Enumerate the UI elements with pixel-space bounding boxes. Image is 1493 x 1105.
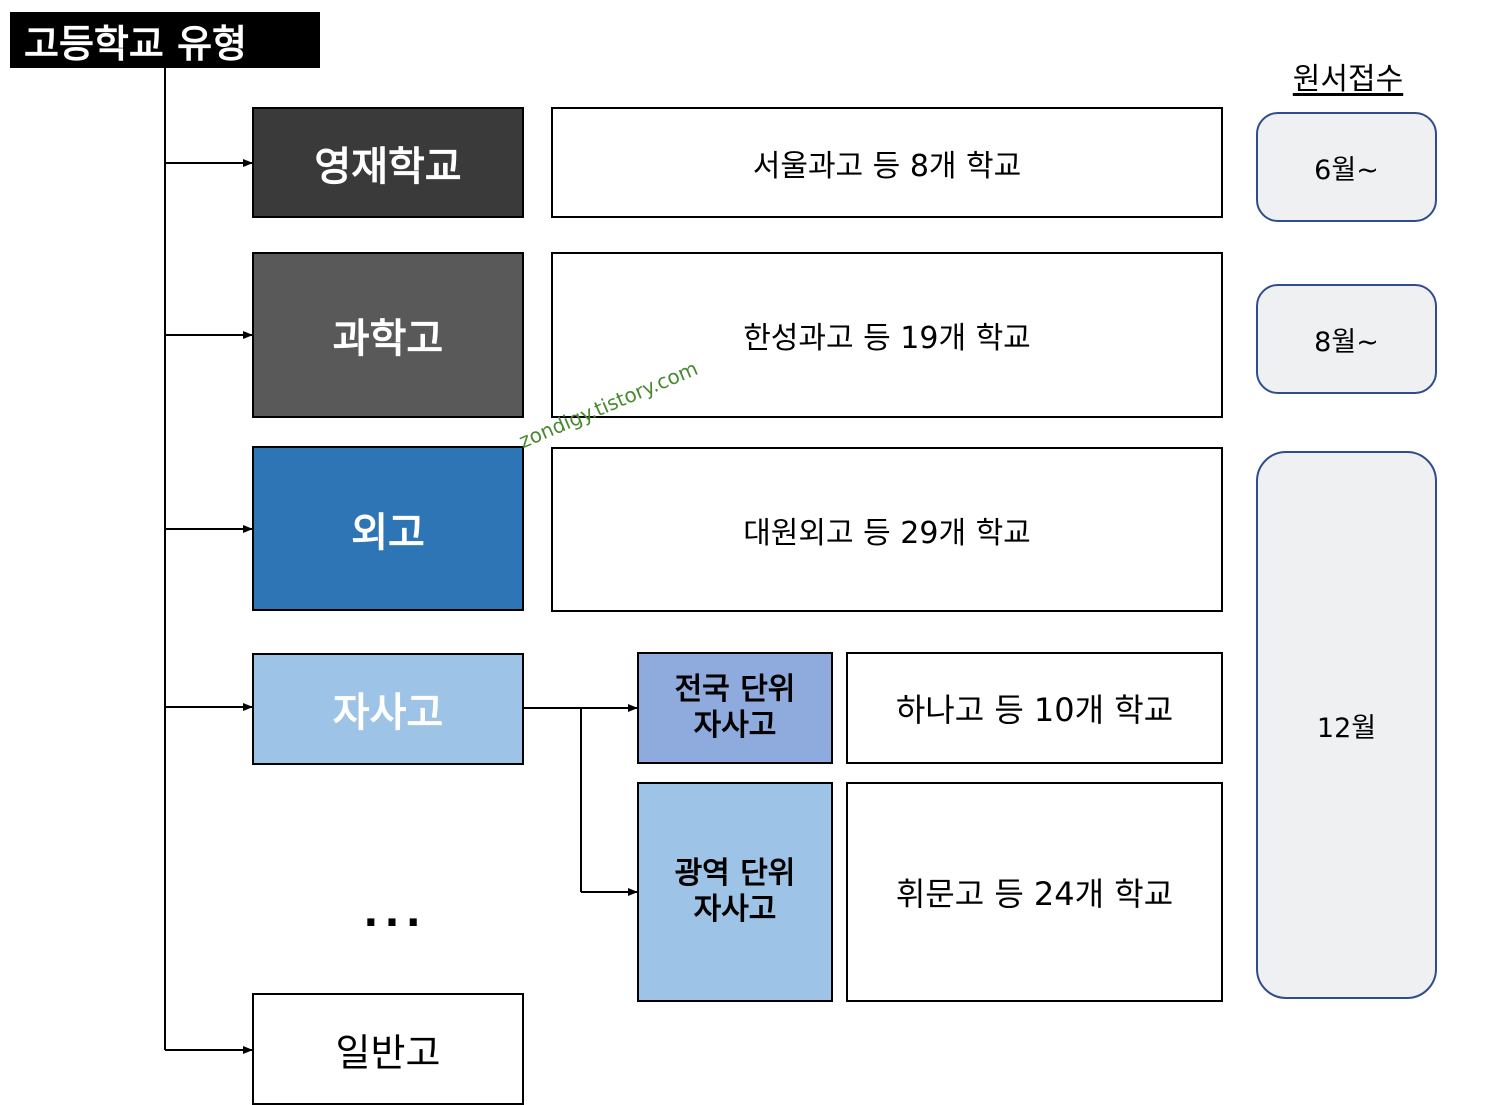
type-autonomous: 자사고 (252, 653, 524, 765)
desc-science: 한성과고 등 19개 학교 (551, 252, 1223, 418)
type-foreign: 외고 (252, 446, 524, 611)
desc-national: 하나고 등 10개 학교 (846, 652, 1223, 764)
subtype-national: 전국 단위 자사고 (637, 652, 833, 764)
month-others: 12월 (1256, 451, 1437, 999)
type-science: 과학고 (252, 252, 524, 418)
subtype-regional-line2: 자사고 (693, 892, 777, 927)
subtype-regional: 광역 단위 자사고 (637, 782, 833, 1002)
diagram-title: 고등학교 유형 (10, 12, 320, 68)
ellipsis: ··· (363, 900, 427, 946)
desc-regional: 휘문고 등 24개 학교 (846, 782, 1223, 1002)
subtype-regional-line1: 광역 단위 (674, 856, 796, 891)
month-science: 8월~ (1256, 284, 1437, 394)
type-general: 일반고 (252, 993, 524, 1105)
subtype-national-line2: 자사고 (693, 708, 777, 743)
desc-gifted: 서울과고 등 8개 학교 (551, 107, 1223, 218)
type-gifted: 영재학교 (252, 107, 524, 218)
desc-foreign: 대원외고 등 29개 학교 (551, 447, 1223, 612)
subtype-national-line1: 전국 단위 (674, 672, 796, 707)
month-gifted: 6월~ (1256, 112, 1437, 222)
application-header: 원서접수 (1292, 62, 1404, 97)
